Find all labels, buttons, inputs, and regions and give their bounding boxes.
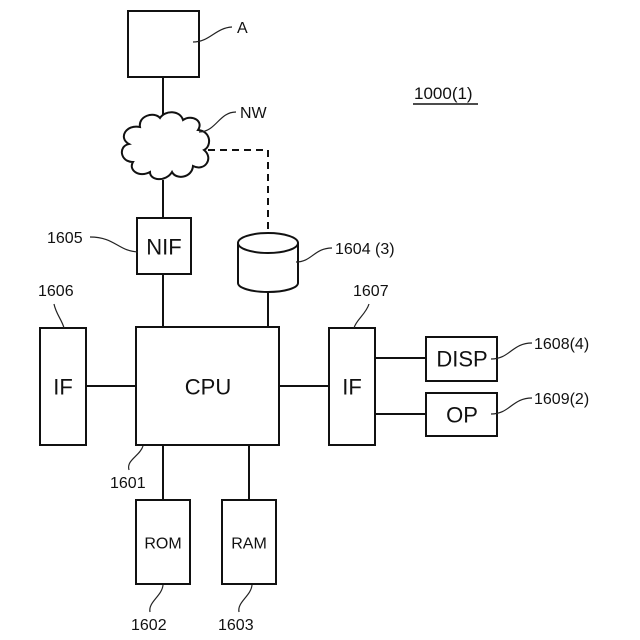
cpu-node: CPU 1601 — [110, 327, 279, 492]
nif-ref: 1605 — [47, 230, 83, 247]
nif-leader — [90, 237, 138, 252]
cpu-label: CPU — [185, 375, 231, 400]
if-left-label: IF — [53, 375, 73, 400]
if-left-node: IF 1606 — [38, 283, 86, 445]
disp-node: DISP 1608(4) — [426, 336, 589, 381]
if-left-leader — [54, 304, 64, 328]
network-ref: NW — [240, 105, 268, 122]
rom-leader — [150, 585, 163, 612]
storage-leader — [296, 248, 332, 262]
ram-ref: 1603 — [218, 617, 254, 634]
op-label: OP — [446, 403, 478, 428]
network-leader — [199, 112, 236, 132]
storage-ref: 1604 (3) — [335, 241, 395, 258]
rom-ref: 1602 — [131, 617, 167, 634]
rom-node: ROM 1602 — [131, 500, 190, 634]
wire-network-storage-dashed — [208, 150, 268, 232]
nif-label: NIF — [146, 235, 181, 260]
cpu-leader — [129, 446, 143, 470]
op-ref: 1609(2) — [534, 391, 589, 408]
storage-cylinder-top — [238, 233, 298, 253]
nif-node: NIF 1605 — [47, 218, 191, 274]
figure-id-label: 1000(1) — [414, 84, 473, 103]
disp-label: DISP — [436, 347, 487, 372]
disp-ref: 1608(4) — [534, 336, 589, 353]
cpu-ref: 1601 — [110, 475, 146, 492]
ram-leader — [239, 585, 252, 612]
if-right-label: IF — [342, 375, 362, 400]
op-node: OP 1609(2) — [426, 391, 589, 436]
if-left-ref: 1606 — [38, 283, 74, 300]
ram-label: RAM — [231, 536, 267, 553]
network-node: NW — [122, 105, 268, 179]
if-right-node: IF 1607 — [329, 283, 389, 445]
external-device-box — [128, 11, 199, 77]
ram-node: RAM 1603 — [218, 500, 276, 634]
network-cloud-icon — [122, 112, 209, 179]
external-device-node: A — [128, 11, 248, 77]
if-right-leader — [354, 304, 369, 328]
external-device-ref: A — [237, 20, 248, 37]
if-right-ref: 1607 — [353, 283, 389, 300]
rom-label: ROM — [144, 536, 181, 553]
